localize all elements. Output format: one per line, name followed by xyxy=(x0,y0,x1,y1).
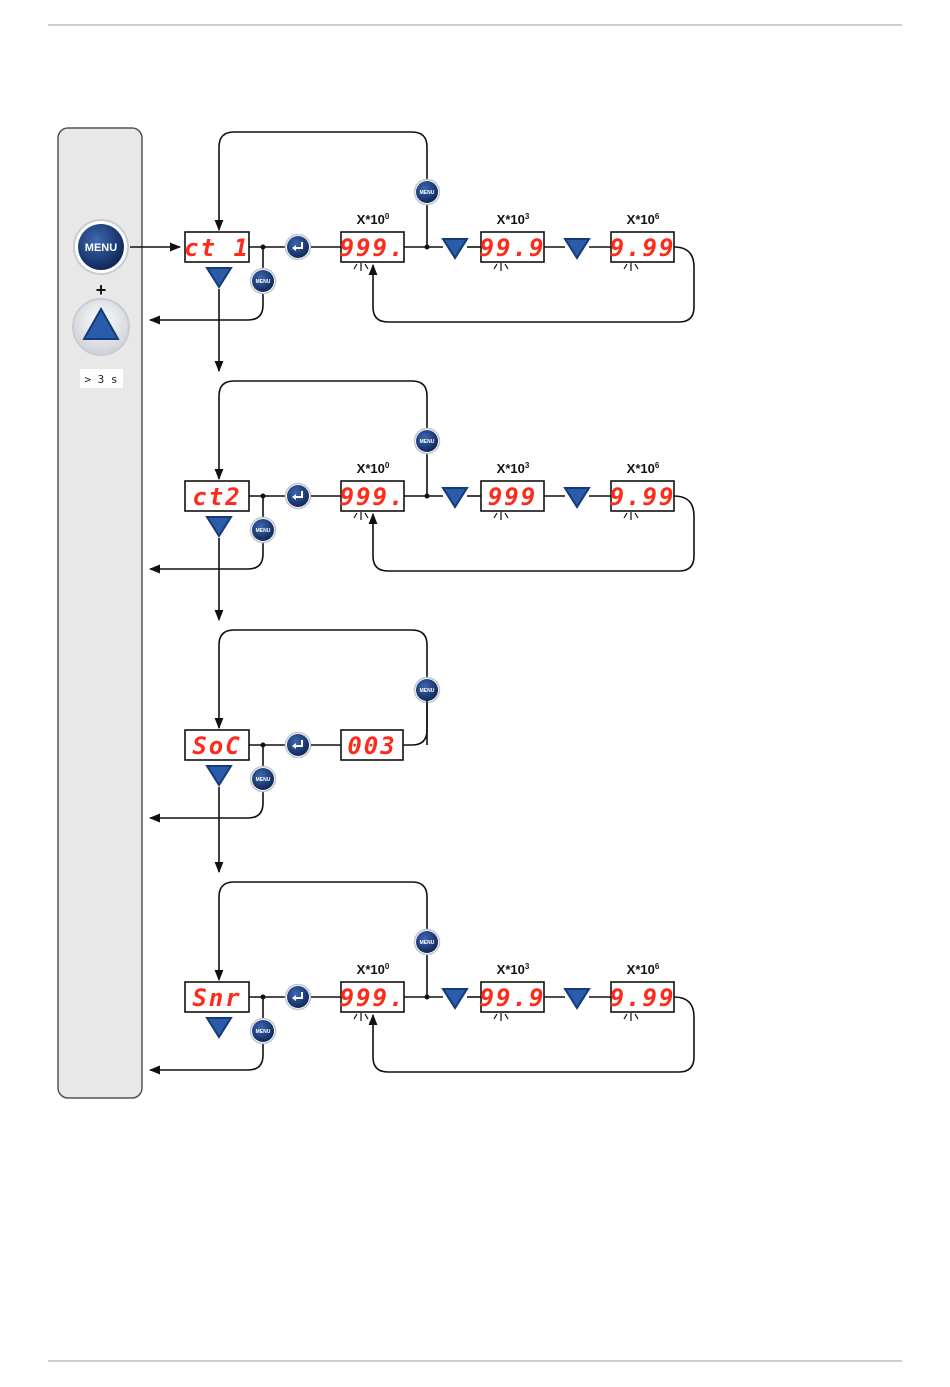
down-arrow-button-icon[interactable] xyxy=(207,517,231,536)
value-display-2-1: 999. xyxy=(340,481,406,511)
down-arrow-button-icon[interactable] xyxy=(207,766,231,785)
param-display-1-value: ct 1 xyxy=(184,234,250,262)
menu-button-label: MENU xyxy=(256,777,271,783)
value-display-3-1: 003 xyxy=(341,730,403,760)
up-arrow-button-icon[interactable] xyxy=(73,299,129,355)
param-display-4: Snr xyxy=(185,982,249,1012)
value-display-1-2: 99.9 xyxy=(480,232,546,262)
blink-indicator-icon xyxy=(624,1013,638,1021)
plus-sign: + xyxy=(96,280,107,300)
menu-button-icon[interactable]: MENU xyxy=(251,269,276,294)
blink-indicator-icon xyxy=(494,263,508,271)
menu-button-label: MENU xyxy=(420,190,435,196)
value-display-1-2-value: 99.9 xyxy=(480,234,546,262)
value-display-2-2-value: 999 xyxy=(488,483,537,511)
blink-indicator-icon xyxy=(624,263,638,271)
blink-indicator-icon xyxy=(354,512,368,520)
enter-button-icon[interactable] xyxy=(286,985,311,1010)
down-arrow-button-icon[interactable] xyxy=(443,989,467,1008)
down-arrow-button-icon[interactable] xyxy=(207,1018,231,1037)
exponent-label: X*106 xyxy=(627,962,660,977)
menu-button-icon[interactable]: MENU xyxy=(415,429,440,454)
value-display-2-3: 9.99 xyxy=(610,481,676,511)
menu-button-icon[interactable]: MENU xyxy=(415,180,440,205)
value-display-4-1-value: 999. xyxy=(340,984,406,1012)
exponent-label: X*106 xyxy=(627,461,660,476)
exponent-label: X*103 xyxy=(497,461,530,476)
down-arrow-button-icon[interactable] xyxy=(565,488,589,507)
value-display-4-3-value: 9.99 xyxy=(610,984,676,1012)
exponent-label: X*100 xyxy=(357,962,390,977)
menu-button-label: MENU xyxy=(420,688,435,694)
down-arrow-button-icon[interactable] xyxy=(207,268,231,287)
blink-indicator-icon xyxy=(494,1013,508,1021)
value-display-2-3-value: 9.99 xyxy=(610,483,676,511)
menu-button-icon[interactable]: MENU xyxy=(251,767,276,792)
param-display-2-value: ct2 xyxy=(192,483,241,511)
value-display-2-2: 999 xyxy=(481,481,544,511)
down-arrow-button-icon[interactable] xyxy=(443,239,467,258)
side-menu-label: MENU xyxy=(85,242,117,254)
value-display-1-3-value: 9.99 xyxy=(610,234,676,262)
blink-indicator-icon xyxy=(354,263,368,271)
menu-button-label: MENU xyxy=(420,940,435,946)
enter-button-icon[interactable] xyxy=(286,484,311,509)
exponent-label: X*103 xyxy=(497,962,530,977)
value-display-4-1: 999. xyxy=(340,982,406,1012)
exponent-label: X*100 xyxy=(357,461,390,476)
menu-button-icon[interactable]: MENU xyxy=(251,1019,276,1044)
value-display-4-2: 99.9 xyxy=(480,982,546,1012)
value-display-4-2-value: 99.9 xyxy=(480,984,546,1012)
value-display-4-3: 9.99 xyxy=(610,982,676,1012)
value-display-2-1-value: 999. xyxy=(340,483,406,511)
down-arrow-button-icon[interactable] xyxy=(565,989,589,1008)
param-display-3: SoC xyxy=(185,730,249,760)
param-display-4-value: Snr xyxy=(192,984,241,1012)
menu-button-label: MENU xyxy=(256,528,271,534)
param-display-1: ct 1 xyxy=(184,232,250,262)
enter-button-icon[interactable] xyxy=(286,733,311,758)
exponent-label: X*106 xyxy=(627,212,660,227)
blink-indicator-icon xyxy=(354,1013,368,1021)
value-display-1-3: 9.99 xyxy=(610,232,676,262)
param-display-2: ct2 xyxy=(185,481,249,511)
menu-button-label: MENU xyxy=(256,279,271,285)
value-display-1-1: 999. xyxy=(340,232,406,262)
enter-button-icon[interactable] xyxy=(286,235,311,260)
hold-time-label: > 3 s xyxy=(84,373,117,386)
exponent-label: X*103 xyxy=(497,212,530,227)
menu-button-label: MENU xyxy=(420,439,435,445)
menu-button-icon[interactable]: MENU xyxy=(74,220,128,274)
down-arrow-button-icon[interactable] xyxy=(565,239,589,258)
menu-button-label: MENU xyxy=(256,1029,271,1035)
down-arrow-button-icon[interactable] xyxy=(443,488,467,507)
menu-button-icon[interactable]: MENU xyxy=(251,518,276,543)
param-display-3-value: SoC xyxy=(192,732,241,760)
menu-button-icon[interactable]: MENU xyxy=(415,678,440,703)
value-display-3-1-value: 003 xyxy=(347,732,396,760)
blink-indicator-icon xyxy=(494,512,508,520)
menu-button-icon[interactable]: MENU xyxy=(415,930,440,955)
blink-indicator-icon xyxy=(624,512,638,520)
exponent-label: X*100 xyxy=(357,212,390,227)
value-display-1-1-value: 999. xyxy=(340,234,406,262)
